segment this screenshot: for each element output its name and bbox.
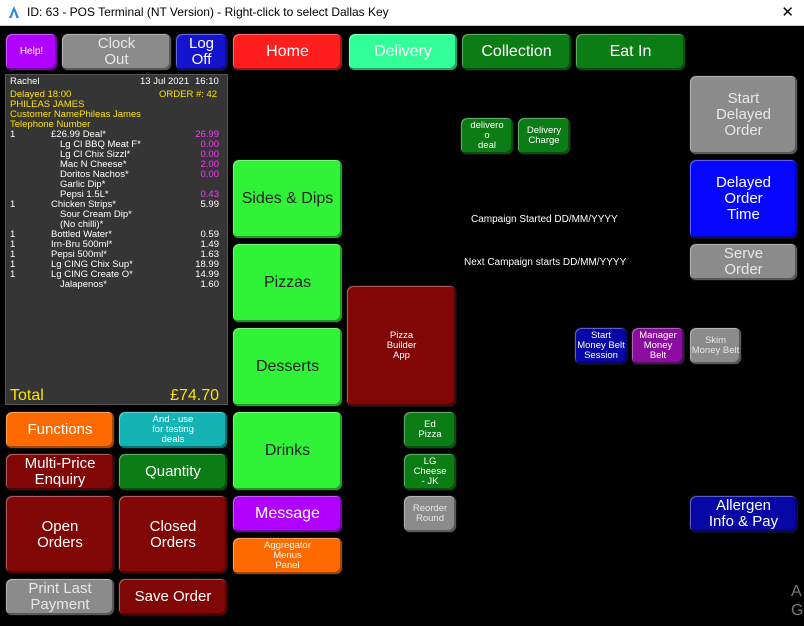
staff-name: Rachel [10,76,40,87]
order-number: ORDER #: 42 [159,89,218,100]
serve-order-button[interactable]: Serve Order [689,243,798,281]
eat-in-button[interactable]: Eat In [575,33,686,71]
open-orders-button[interactable]: Open Orders [5,495,115,574]
total-label: Total [10,387,44,404]
window-titlebar: ID: 63 - POS Terminal (NT Version) - Rig… [0,0,804,26]
line-qty: 1 [10,239,16,250]
line-item-price: 1.60 [200,279,220,290]
lg-cheese-jk-button[interactable]: LG Cheese - JK [403,453,457,491]
home-button[interactable]: Home [232,33,343,71]
line-qty: 1 [10,129,16,140]
line-item-price: 1.49 [200,239,220,250]
line-item-price: 14.99 [195,269,219,280]
order-receipt: Rachel 13 Jul 2021 16:10 Delayed 18:00 O… [5,74,228,405]
collection-button[interactable]: Collection [461,33,572,71]
line-item-price: 5.99 [200,199,220,210]
save-order-button[interactable]: Save Order [118,578,228,616]
next-campaign-text: Next Campaign starts DD/MM/YYYY [464,257,627,268]
receipt-date: 13 Jul 2021 [140,76,190,87]
campaign-started-text: Campaign Started DD/MM/YYYY [471,214,618,225]
line-item-name: Pepsi 500ml* [51,249,107,260]
pizza-builder-app-button[interactable]: Pizza Builder App [346,285,457,407]
receipt-time: 16:10 [195,76,219,87]
start-money-belt-session-button[interactable]: Start Money Belt Session [574,327,628,365]
telephone-number: Telephone Number [10,119,91,130]
quantity-button[interactable]: Quantity [118,453,228,491]
manager-money-belt-button[interactable]: Manager Money Belt [631,327,685,365]
line-item-name: (No chilli)* [60,219,104,230]
customer-name-line: Customer NamePhileas James [10,109,141,120]
line-item-name: Chicken Strips* [51,199,116,210]
skim-money-belt-button[interactable]: Skim Money Belt [689,327,742,365]
line-item-name: Bottled Water* [51,229,112,240]
line-item-name: Lg CING Chix Sup* [51,259,133,270]
line-item-name: Lg CING Create O* [51,269,133,280]
print-last-payment-button[interactable]: Print Last Payment [5,578,115,616]
delayed-time: Delayed 18:00 [10,89,72,100]
line-item-price: 26.99 [195,129,219,140]
start-delayed-order-button[interactable]: Start Delayed Order [689,75,798,155]
message-button[interactable]: Message [232,495,343,533]
aggregator-menus-panel-button[interactable]: Aggregator Menus Panel [232,537,343,575]
windows-activation-watermark: A G [791,583,804,620]
line-item-price: 0.43 [200,189,220,200]
functions-button[interactable]: Functions [5,411,115,449]
category-desserts[interactable]: Desserts [232,327,343,407]
delivery-button[interactable]: Delivery [348,33,458,71]
line-item-name: Garlic Dip* [60,179,106,190]
help-button[interactable]: Help! [5,33,58,71]
line-item-price: 1.63 [200,249,220,260]
category-sides-dips[interactable]: Sides & Dips [232,159,343,239]
line-item-name: Sour Cream Dip* [60,209,132,220]
category-drinks[interactable]: Drinks [232,411,343,491]
close-icon[interactable]: ✕ [781,4,794,21]
category-pizzas[interactable]: Pizzas [232,243,343,323]
line-item-name: Jalapenos* [60,279,108,290]
deliveroo-deal-button[interactable]: delivero o deal [460,117,514,155]
line-item-price: 0.00 [200,169,220,180]
app-logo-icon [9,6,19,18]
line-item-price: 2.00 [200,159,220,170]
clock-out-button[interactable]: Clock Out [61,33,172,71]
ed-pizza-button[interactable]: Ed Pizza [403,411,457,449]
reorder-round-button[interactable]: Reorder Round [403,495,457,533]
allergen-info-pay-button[interactable]: Allergen Info & Pay [689,495,798,533]
line-item-price: 0.59 [200,229,220,240]
line-item-name: Lg Cl BBQ Meat F* [60,139,141,150]
line-qty: 1 [10,249,16,260]
log-off-button[interactable]: Log Off [175,33,228,71]
window-title: ID: 63 - POS Terminal (NT Version) - Rig… [27,5,389,19]
closed-orders-button[interactable]: Closed Orders [118,495,228,574]
line-item-price: 18.99 [195,259,219,270]
line-qty: 1 [10,269,16,280]
line-item-name: Lg Cl Chix Sizzl* [60,149,131,160]
line-item-name: Pepsi 1.5L* [60,189,109,200]
multi-price-enquiry-button[interactable]: Multi-Price Enquiry [5,453,115,491]
line-item-name: Doritos Nachos* [60,169,129,180]
line-item-name: Irn-Bru 500ml* [51,239,113,250]
line-qty: 1 [10,199,16,210]
line-qty: 1 [10,259,16,270]
delayed-order-time-button[interactable]: Delayed Order Time [689,159,798,239]
line-item-name: Mac N Cheese* [60,159,127,170]
line-item-price: 0.00 [200,149,220,160]
line-item-name: £26.99 Deal* [51,129,106,140]
line-qty: 1 [10,229,16,240]
line-item-price: 0.00 [200,139,220,150]
and-use-testing-deals-button[interactable]: And - use for testing deals [118,411,228,449]
delivery-charge-button[interactable]: Delivery Charge [517,117,571,155]
total-value: £74.70 [170,387,219,404]
customer-name: PHILEAS JAMES [10,99,85,110]
